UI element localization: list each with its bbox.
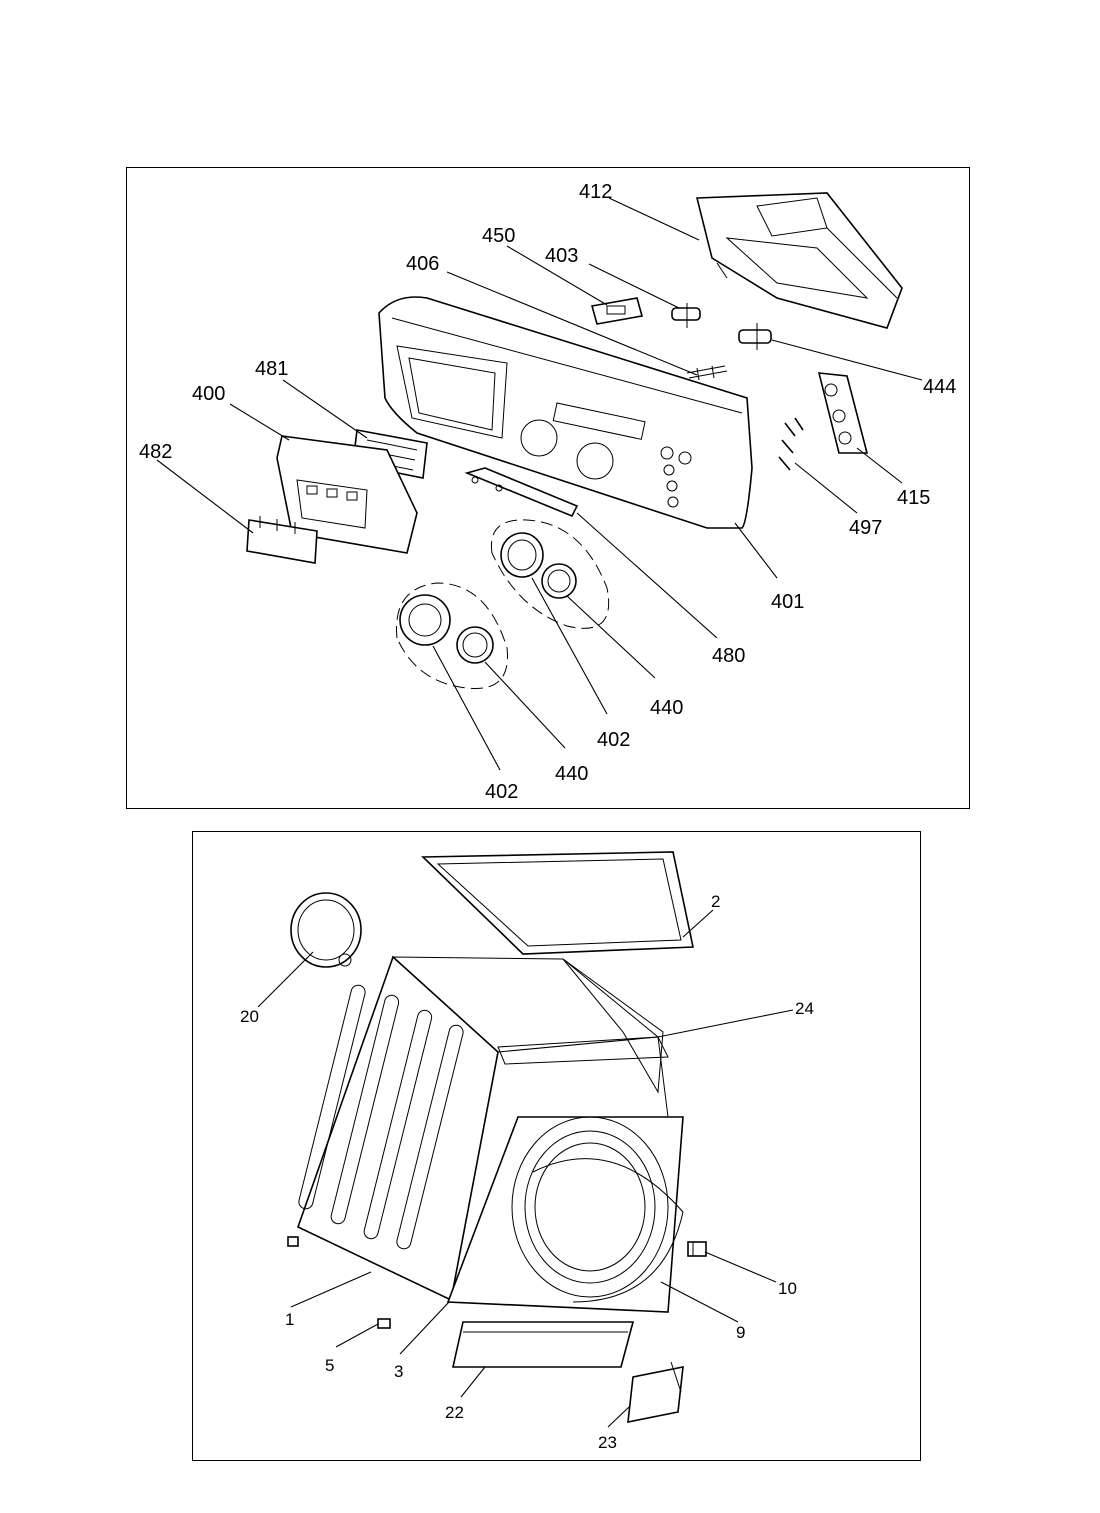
callout-402-a: 402	[597, 729, 630, 751]
cabinet-drawing: 2 20 24 10 9 1 5 3 22 23	[240, 851, 814, 1452]
callout-480: 480	[712, 645, 745, 667]
front-panel-9	[446, 1116, 684, 1313]
rear-frame-24	[497, 1036, 669, 1118]
callout-1: 1	[285, 1310, 294, 1329]
cabinet-body-1	[297, 955, 664, 1302]
drawer-handle-482	[246, 516, 318, 564]
bracket-415	[817, 372, 869, 454]
control-panel-exploded-view: 412 450 403 406 444 481 400 482 415 497 …	[126, 167, 970, 809]
knob-group-b	[396, 582, 508, 689]
callout-10: 10	[778, 1279, 797, 1298]
callout-24: 24	[795, 999, 814, 1018]
callout-482: 482	[139, 441, 172, 463]
callout-22: 22	[445, 1403, 464, 1422]
switch-403	[671, 303, 701, 328]
detergent-drawer-400	[276, 435, 418, 554]
callout-labels-top: 412 450 403 406 444 481 400 482 415 497 …	[139, 181, 956, 803]
callout-5: 5	[325, 1356, 334, 1375]
cabinet-exploded-view: 2 20 24 10 9 1 5 3 22 23	[192, 831, 921, 1461]
callout-481: 481	[255, 358, 288, 380]
callout-20: 20	[240, 1007, 259, 1026]
knob-group-a	[490, 519, 610, 629]
callout-412: 412	[579, 181, 612, 203]
callout-2: 2	[711, 892, 720, 911]
callout-9: 9	[736, 1323, 745, 1342]
switch-444	[738, 323, 772, 350]
bracket-450	[590, 297, 644, 325]
control-panel-401	[378, 296, 753, 529]
callout-440-a: 440	[650, 697, 683, 719]
callout-415: 415	[897, 487, 930, 509]
leader-lines-top	[156, 197, 923, 771]
callout-406: 406	[406, 253, 439, 275]
callout-23: 23	[598, 1433, 617, 1452]
callout-3: 3	[394, 1362, 403, 1381]
callout-440-b: 440	[555, 763, 588, 785]
door-latch-10	[687, 1241, 707, 1257]
control-panel-drawing: 412 450 403 406 444 481 400 482 415 497 …	[139, 181, 956, 803]
callout-497: 497	[849, 517, 882, 539]
callout-401: 401	[771, 591, 804, 613]
leader-lines-bottom	[257, 909, 794, 1428]
service-panel-23	[627, 1361, 684, 1423]
kickplate-22	[452, 1321, 635, 1368]
callout-444: 444	[923, 376, 956, 398]
callout-400: 400	[192, 383, 225, 405]
foot-5	[287, 1236, 391, 1329]
callout-402-b: 402	[485, 781, 518, 803]
callout-450: 450	[482, 225, 515, 247]
door-seal-ring-20	[290, 892, 362, 968]
callout-labels-bottom: 2 20 24 10 9 1 5 3 22 23	[240, 892, 814, 1452]
pcb-board-412	[695, 192, 903, 329]
top-cover-2	[421, 851, 694, 955]
callout-403: 403	[545, 245, 578, 267]
screws-497	[778, 417, 804, 471]
light-guide-406	[686, 365, 728, 381]
strip-480	[464, 467, 579, 518]
